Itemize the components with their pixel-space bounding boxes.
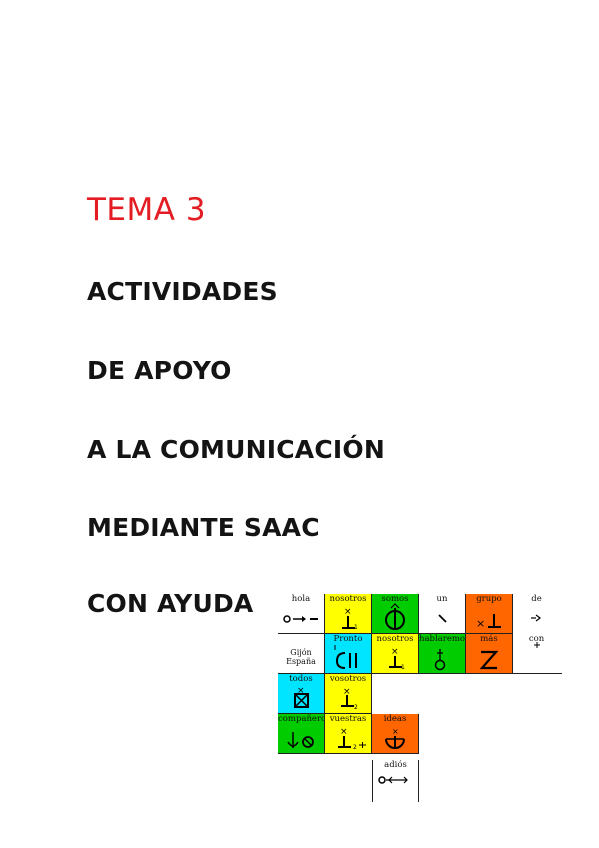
svg-text:1: 1 [354,624,358,631]
heading-line-1: ACTIVIDADES [87,277,278,306]
symbol-somos: somos [372,594,419,634]
symbol-pronto: Pronto [325,634,372,674]
svg-text:1: 1 [401,664,405,671]
symbol-vuestras: vuestras ×2 [325,714,372,754]
symbol-todos: todos × [278,674,325,714]
symbol-un: un [419,594,466,634]
symbol-hola: hola [278,594,325,634]
svg-text:×: × [392,727,399,736]
symbol-nosotros-2: nosotros ×1 [372,634,419,674]
symbol-gijon-espana: Gijón España [278,634,325,674]
svg-text:2: 2 [353,744,357,751]
symbol-adios: adiós [372,760,419,802]
saac-symbol-grid: hola nosotros ×1 somos un grupo × de Gij… [278,594,562,804]
grid-rule-row3 [372,673,562,674]
heading-line-2: DE APOYO [87,356,232,385]
svg-text:×: × [391,647,399,657]
svg-text:×: × [340,727,348,737]
svg-text:×: × [297,686,305,696]
svg-text:×: × [476,617,485,630]
svg-text:×: × [344,607,352,617]
tema-title: TEMA 3 [87,192,207,228]
symbol-mas: más [466,634,513,674]
symbol-hablaremos: hablaremos [419,634,466,674]
heading-line-5: CON AYUDA [87,589,254,618]
symbol-nosotros: nosotros ×1 [325,594,372,634]
svg-text:×: × [343,687,351,697]
symbol-con: con [513,634,560,674]
symbol-grupo: grupo × [466,594,513,634]
symbol-companeros: compañeros [278,714,325,754]
symbol-ideas: ideas × [372,714,419,754]
svg-text:2: 2 [354,704,358,711]
symbol-de: de [513,594,560,634]
heading-line-4: MEDIANTE SAAC [87,513,320,542]
heading-line-3: A LA COMUNICACIÓN [87,435,385,464]
symbol-vosotros: vosotros ×2 [325,674,372,714]
